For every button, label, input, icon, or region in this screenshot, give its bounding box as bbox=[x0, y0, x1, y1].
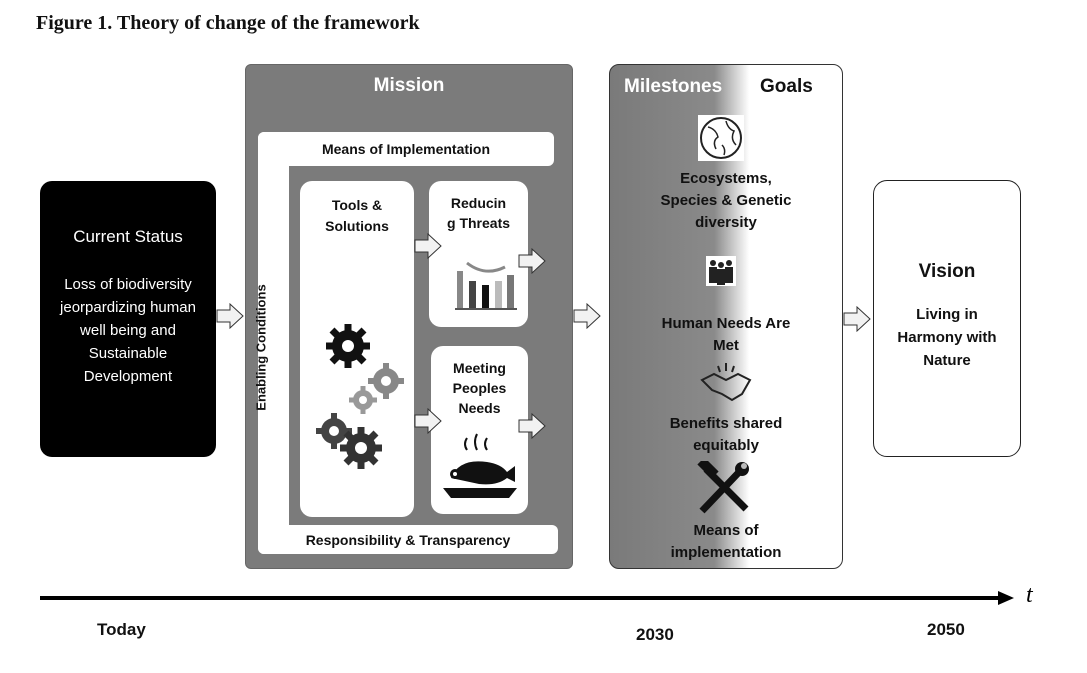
block-arrow-icon bbox=[414, 233, 442, 259]
enabling-conditions: Enabling Conditions bbox=[253, 284, 269, 411]
block-arrow-icon bbox=[518, 413, 546, 439]
tools-icon bbox=[697, 461, 749, 514]
milestones-goals-box: Milestones Goals Ecosystems, Species & G… bbox=[609, 64, 843, 569]
meeting-needs-label: Meeting Peoples Needs bbox=[452, 360, 507, 416]
block-arrow-icon bbox=[843, 306, 871, 332]
means-of-implementation: Means of Implementation bbox=[321, 141, 491, 157]
responsibility-transparency: Responsibility & Transparency bbox=[305, 532, 511, 548]
reducing-threats-label: Reducin g Threats bbox=[447, 195, 511, 231]
milestones-heading: Milestones bbox=[624, 76, 723, 97]
goal-means-of-implementation: Means of implementation bbox=[670, 522, 782, 561]
tools-solutions-label: Tools & Solutions bbox=[325, 197, 389, 234]
timeline-axis bbox=[40, 591, 1014, 605]
block-arrow-icon bbox=[518, 248, 546, 274]
vision-text: Living in Harmony with Nature bbox=[897, 306, 997, 369]
block-arrow-icon bbox=[573, 303, 601, 329]
time-axis-label: t bbox=[1026, 582, 1033, 608]
current-status-box: Current Status Loss of biodiversity jeor… bbox=[40, 181, 216, 457]
bar-chart-icon bbox=[455, 261, 517, 310]
current-status-text: Loss of biodiversity jeorpardizing human… bbox=[60, 276, 196, 385]
vision-heading: Vision bbox=[918, 261, 976, 282]
block-arrow-icon bbox=[414, 408, 442, 434]
figure-title: Figure 1. Theory of change of the framew… bbox=[36, 12, 420, 34]
food-plate-icon bbox=[443, 433, 517, 498]
globe-icon bbox=[698, 115, 744, 161]
current-status-heading: Current Status bbox=[73, 227, 183, 246]
timeline-2030: 2030 bbox=[636, 625, 674, 644]
timeline-2050: 2050 bbox=[927, 620, 965, 639]
block-arrow-icon bbox=[216, 303, 244, 329]
goal-human-needs: Human Needs Are Met bbox=[661, 315, 791, 354]
people-icon bbox=[706, 256, 736, 286]
timeline-today: Today bbox=[97, 620, 146, 639]
goal-ecosystems: Ecosystems, Species & Genetic diversity bbox=[660, 170, 792, 231]
vision-box: Vision Living in Harmony with Nature bbox=[873, 180, 1021, 457]
mission-heading: Mission bbox=[373, 75, 445, 96]
handshake-icon bbox=[700, 363, 752, 402]
goals-heading: Goals bbox=[760, 76, 813, 97]
goal-benefits-shared: Benefits shared equitably bbox=[669, 415, 783, 454]
gears-icon bbox=[316, 324, 404, 469]
mission-box: Mission Means of Implementation Enabling… bbox=[245, 64, 573, 569]
